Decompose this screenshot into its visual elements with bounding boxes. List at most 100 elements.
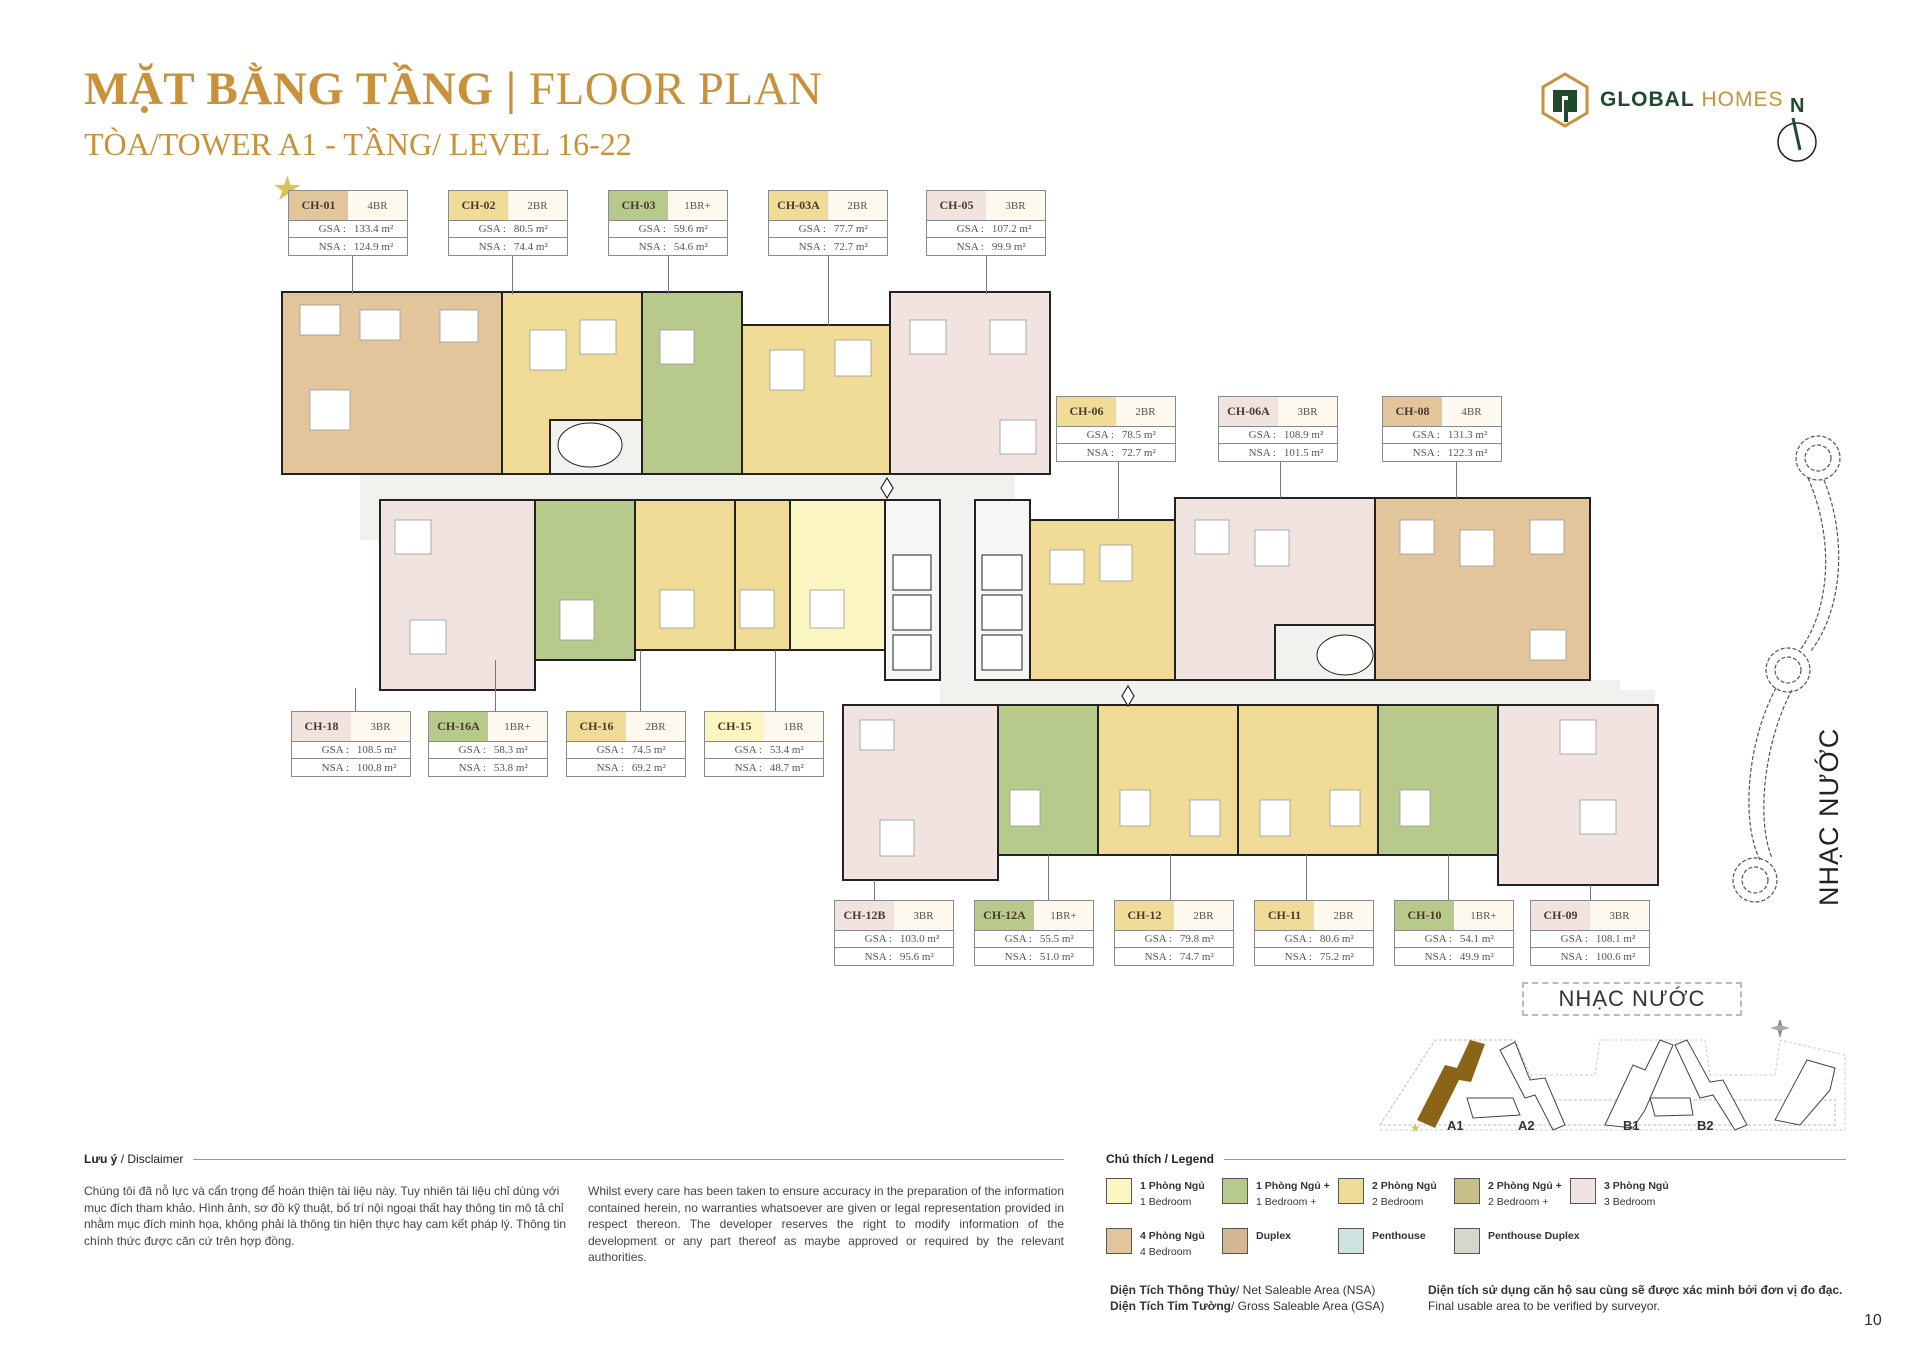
unit-type: 3BR [986, 191, 1045, 220]
legend-swatch [1106, 1178, 1132, 1204]
nsa-value: 72.7 m² [833, 240, 868, 253]
leader-line [1448, 855, 1449, 900]
nsa-value: 100.8 m² [356, 761, 397, 774]
nsa-label: NSA : [478, 240, 506, 253]
leader-line [512, 256, 513, 294]
gsa-value: 108.1 m² [1595, 933, 1636, 945]
unit-code: CH-18 [292, 712, 351, 741]
unit-type: 3BR [894, 901, 953, 930]
unit-type: 3BR [1590, 901, 1649, 930]
nsa-label: NSA : [596, 761, 624, 774]
unit-code: CH-12A [975, 901, 1034, 930]
leader-line [1306, 855, 1307, 900]
unit-code: CH-05 [927, 191, 986, 220]
svg-text:A1: A1 [1447, 1118, 1464, 1133]
svg-text:B1: B1 [1623, 1118, 1640, 1133]
unit-type: 2BR [1314, 901, 1373, 930]
global-homes-logo-icon [1541, 72, 1589, 128]
disclaimer-heading: Lưu ý / Disclaimer [84, 1152, 1064, 1166]
gsa-value: 79.8 m² [1179, 933, 1214, 945]
legend-1-bedroom-plus: 1 Phòng Ngủ +1 Bedroom + [1222, 1178, 1330, 1210]
gsa-value: 80.5 m² [513, 223, 548, 235]
surveyor-note: Diện tích sử dụng căn hộ sau cùng sẽ đượ… [1428, 1283, 1843, 1313]
unit-code: CH-09 [1531, 901, 1590, 930]
north-compass-icon: N [1777, 95, 1817, 162]
gsa-label: GSA : [1248, 429, 1276, 441]
gsa-label: GSA : [1144, 933, 1172, 945]
unit-code: CH-10 [1395, 901, 1454, 930]
gsa-value: 103.0 m² [899, 933, 940, 945]
nsa-label: NSA : [638, 240, 666, 253]
page-number: 10 [1864, 1312, 1882, 1329]
nsa-value: 72.7 m² [1121, 446, 1156, 459]
gsa-value: 108.9 m² [1283, 429, 1324, 441]
leader-line [640, 650, 641, 712]
unit-code: CH-12B [835, 901, 894, 930]
nsa-value: 122.3 m² [1447, 446, 1488, 459]
gsa-label: GSA : [956, 223, 984, 235]
leader-line [355, 688, 356, 712]
nsa-value: 101.5 m² [1283, 446, 1324, 459]
leader-line [874, 880, 875, 900]
divider [1224, 1158, 1846, 1160]
nsa-label: NSA : [1144, 950, 1172, 963]
legend-2-bedroom-plus: 2 Phòng Ngủ +2 Bedroom + [1454, 1178, 1562, 1210]
nsa-label: NSA : [864, 950, 892, 963]
nsa-label: NSA : [1560, 950, 1588, 963]
unit-type: 2BR [626, 712, 685, 741]
unit-type: 2BR [1116, 397, 1175, 426]
unit-type: 1BR+ [1454, 901, 1513, 930]
gsa-value: 74.5 m² [631, 744, 666, 756]
leader-line [986, 256, 987, 294]
gsa-label: GSA : [1004, 933, 1032, 945]
disclaimer-text-vn: Chúng tôi đã nỗ lực và cẩn trọng để hoàn… [84, 1184, 567, 1248]
svg-text:B2: B2 [1697, 1118, 1714, 1133]
nsa-label: NSA : [1412, 446, 1440, 459]
site-compass-icon [1770, 1020, 1790, 1038]
title-vn: MẶT BẰNG TẦNG [84, 63, 494, 115]
legend-swatch [1570, 1178, 1596, 1204]
divider [193, 1158, 1064, 1160]
leader-line [1118, 462, 1119, 520]
gsa-label: GSA : [734, 744, 762, 756]
leader-line [1456, 462, 1457, 498]
gsa-label: GSA : [798, 223, 826, 235]
unit-type: 2BR [828, 191, 887, 220]
legend-swatch [1222, 1228, 1248, 1254]
unit-type: 4BR [348, 191, 407, 220]
nsa-value: 124.9 m² [353, 240, 394, 253]
gsa-value: 59.6 m² [673, 223, 708, 235]
nsa-value: 74.7 m² [1179, 950, 1214, 963]
nsa-label: NSA : [318, 240, 346, 253]
gsa-label: GSA : [1560, 933, 1588, 945]
nsa-value: 48.7 m² [769, 761, 804, 774]
unit-code: CH-03A [769, 191, 828, 220]
gsa-label: GSA : [458, 744, 486, 756]
site-key-map: ★ A1 A2 B1 B2 [1379, 1020, 1846, 1135]
unit-type: 2BR [1174, 901, 1233, 930]
svg-text:A2: A2 [1518, 1118, 1535, 1133]
legend-duplex: Duplex [1222, 1228, 1291, 1254]
gsa-label: GSA : [1086, 429, 1114, 441]
leader-line [352, 256, 353, 294]
unit-code: CH-06 [1057, 397, 1116, 426]
